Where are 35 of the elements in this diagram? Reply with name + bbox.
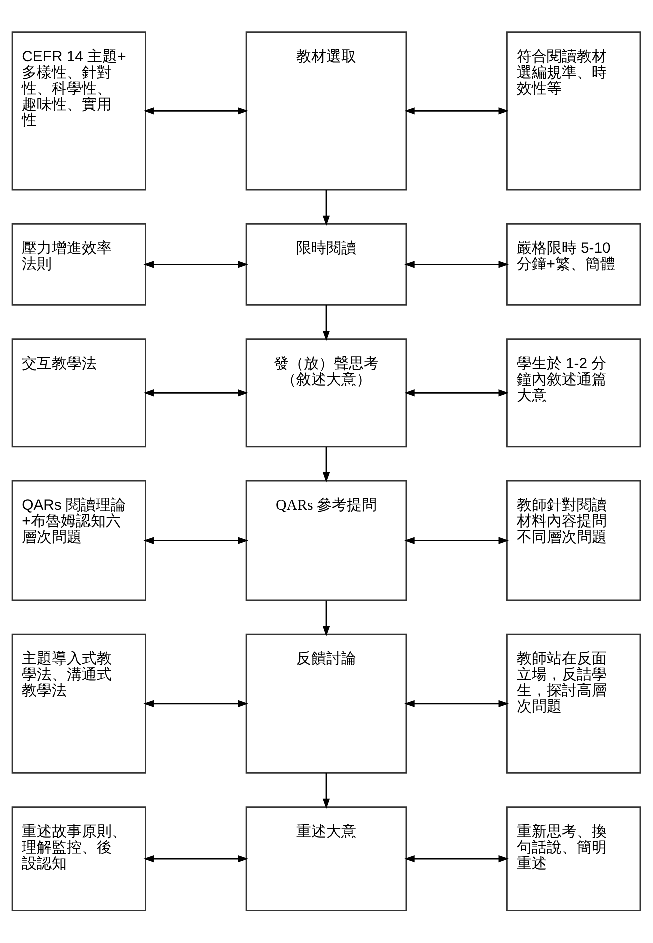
node-box: 壓力增進效率法則	[12, 223, 146, 306]
arrow	[322, 305, 330, 342]
arrow	[144, 537, 248, 544]
node-box: 重述大意	[246, 806, 408, 912]
arrow	[404, 108, 510, 115]
arrow	[144, 855, 248, 863]
arrow	[144, 108, 248, 115]
node-box: 教師針對閱讀材料內容提問不同層次問題	[506, 480, 642, 602]
node-box: 重新思考、換句話說、簡明重述	[506, 806, 642, 912]
arrow	[144, 390, 248, 397]
arrow	[404, 537, 510, 544]
node-box: QARs 閱讀理論+布魯姆認知六層次問題	[12, 480, 146, 602]
node-box: 符合閱讀教材選編規準、時效性等	[506, 32, 642, 191]
arrow	[322, 447, 330, 483]
node-box: 交互教學法	[12, 338, 146, 448]
arrow	[404, 855, 510, 863]
arrow	[144, 700, 248, 708]
node-box: CEFR 14 主題+多樣性、針對性、科學性、趣味性、實用性	[12, 32, 146, 191]
arrow	[322, 600, 330, 637]
arrow	[404, 390, 510, 397]
arrow	[144, 261, 248, 268]
arrow	[404, 700, 510, 708]
arrow	[322, 190, 330, 226]
node-box: 發（放）聲思考（敘述大意）	[246, 338, 408, 448]
node-box: 限時閱讀	[246, 223, 408, 306]
node-box: 嚴格限時 5-10 分鐘+繁、簡體	[506, 223, 642, 306]
node-box: 主題導入式教學法、溝通式教學法	[12, 634, 146, 774]
node-box: 重述故事原則、理解監控、後設認知	[12, 806, 146, 912]
node-box: QARs 參考提問	[246, 480, 408, 602]
node-box: 學生於 1-2 分鐘內敘述通篇大意	[506, 338, 642, 448]
node-box: 教材選取	[246, 32, 408, 191]
node-box: 反饋討論	[246, 634, 408, 774]
arrow	[404, 261, 510, 268]
node-box: 教師站在反面立場，反詰學生，探討高層次問題	[506, 634, 642, 774]
arrow	[322, 773, 330, 810]
